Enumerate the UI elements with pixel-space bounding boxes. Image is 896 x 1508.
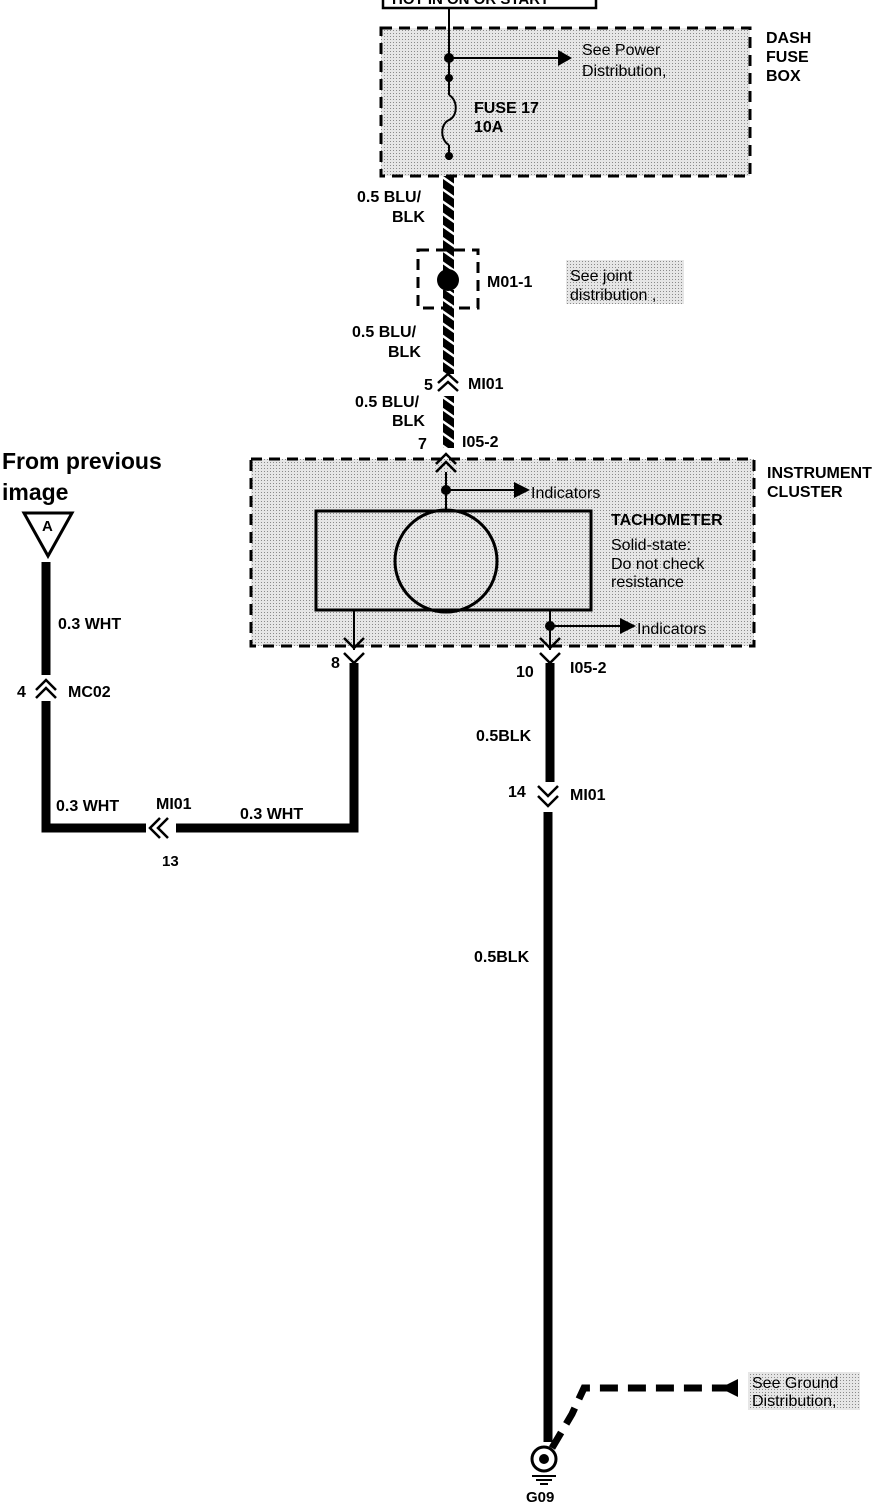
tach-note-2: Do not check bbox=[611, 556, 705, 573]
blk-label-b: 0.5BLK bbox=[474, 949, 530, 966]
from-previous-2: image bbox=[2, 479, 68, 505]
connector-mi01-pin13: MI01 13 bbox=[146, 796, 192, 870]
connector-chevron bbox=[343, 652, 365, 665]
wht-label-a: 0.3 WHT bbox=[58, 616, 121, 633]
wire-label-1b: BLK bbox=[392, 209, 425, 226]
pin-5: 5 bbox=[424, 377, 433, 394]
ground-g09: See Ground Distribution, G09 bbox=[526, 1372, 860, 1506]
wire-label-2a: 0.5 BLU/ bbox=[352, 324, 417, 341]
cluster-title-2: CLUSTER bbox=[767, 484, 843, 501]
blu-blk-wire bbox=[443, 176, 454, 448]
indicators-top: Indicators bbox=[531, 485, 600, 502]
cluster-title-1: INSTRUMENT bbox=[767, 465, 872, 482]
connector-chevron bbox=[435, 460, 457, 473]
ground-ref-1: See Ground bbox=[752, 1375, 838, 1392]
ground-name: G09 bbox=[526, 1489, 554, 1506]
wire-label-1a: 0.5 BLU/ bbox=[357, 189, 422, 206]
connector-chevron bbox=[435, 452, 457, 465]
from-previous-1: From previous bbox=[2, 448, 162, 474]
fuse-box-title-2: FUSE bbox=[766, 49, 809, 66]
wht-label-b: 0.3 WHT bbox=[56, 798, 119, 815]
connector-mc02-name: MC02 bbox=[68, 684, 111, 701]
joint-m01-1: M01-1 See joint distribution , bbox=[416, 248, 684, 310]
wire-label-3b: BLK bbox=[392, 413, 425, 430]
tach-note-3: resistance bbox=[611, 574, 684, 591]
ground-ref-2: Distribution, bbox=[752, 1393, 836, 1410]
tach-name: TACHOMETER bbox=[611, 512, 723, 529]
connector-mc02: 4 MC02 bbox=[17, 675, 111, 701]
pin-10: 10 bbox=[516, 664, 534, 681]
joint-name: M01-1 bbox=[487, 274, 532, 291]
connector-i05-bottom-name: I05-2 bbox=[570, 660, 607, 677]
pin-8: 8 bbox=[331, 655, 340, 672]
fuse-rating: 10A bbox=[474, 119, 504, 136]
connector-mi01-pin5: 5 MI01 bbox=[424, 372, 504, 394]
offpage-triangle-icon bbox=[21, 511, 75, 560]
pin-7: 7 bbox=[418, 436, 427, 453]
power-ref-1: See Power bbox=[582, 42, 661, 59]
connector-i05-name: I05-2 bbox=[462, 434, 499, 451]
splice-dot bbox=[445, 74, 453, 82]
ground-dist-wire bbox=[548, 1384, 728, 1450]
fuse-icon bbox=[441, 94, 457, 146]
pin-14: 14 bbox=[508, 784, 526, 801]
fuse-box-title-3: BOX bbox=[766, 68, 801, 85]
blk-label-a: 0.5BLK bbox=[476, 728, 532, 745]
supply-header: HOT IN ON OR START bbox=[381, 0, 598, 10]
wht-label-c: 0.3 WHT bbox=[240, 806, 303, 823]
arrow-left-icon bbox=[720, 1379, 738, 1397]
connector-i05-2-pin7: 7 I05-2 bbox=[418, 434, 499, 453]
power-ref-2: Distribution, bbox=[582, 63, 666, 80]
tach-note-1: Solid-state: bbox=[611, 537, 691, 554]
supply-label: HOT IN ON OR START bbox=[392, 0, 549, 8]
arrow-right-icon bbox=[514, 482, 530, 498]
offpage-marker: A bbox=[42, 518, 53, 535]
connector-chevron bbox=[539, 637, 561, 650]
connector-mi01-pin14: 14 MI01 bbox=[508, 784, 606, 808]
instrument-cluster: INSTRUMENT CLUSTER Indicators TACHOMETER… bbox=[249, 452, 872, 650]
fuse-name: FUSE 17 bbox=[474, 100, 539, 117]
indicators-bottom: Indicators bbox=[637, 621, 706, 638]
arrow-right-icon bbox=[620, 618, 636, 634]
wire-label-3a: 0.5 BLU/ bbox=[355, 394, 420, 411]
arrow-right-icon bbox=[558, 50, 572, 66]
dash-fuse-box: DASH FUSE BOX See Power Distribution, FU… bbox=[379, 8, 811, 178]
pin-13: 13 bbox=[162, 853, 179, 870]
wire-label-2b: BLK bbox=[388, 344, 421, 361]
tachometer-gauge-icon bbox=[393, 508, 499, 614]
connector-chevron bbox=[539, 652, 561, 665]
joint-dot bbox=[437, 269, 459, 291]
connector-mi01-left-name: MI01 bbox=[156, 796, 192, 813]
connector-mi01-mid-name: MI01 bbox=[570, 787, 606, 804]
joint-ref-1: See joint bbox=[570, 268, 633, 285]
offpage-connector-a: From previous image A bbox=[2, 448, 162, 560]
splice-dot bbox=[445, 152, 453, 160]
connector-chevron bbox=[343, 637, 365, 650]
connector-mi01-name: MI01 bbox=[468, 376, 504, 393]
joint-ref-2: distribution , bbox=[570, 287, 656, 304]
fuse-box-title-1: DASH bbox=[766, 30, 811, 47]
pin-4: 4 bbox=[17, 684, 26, 701]
